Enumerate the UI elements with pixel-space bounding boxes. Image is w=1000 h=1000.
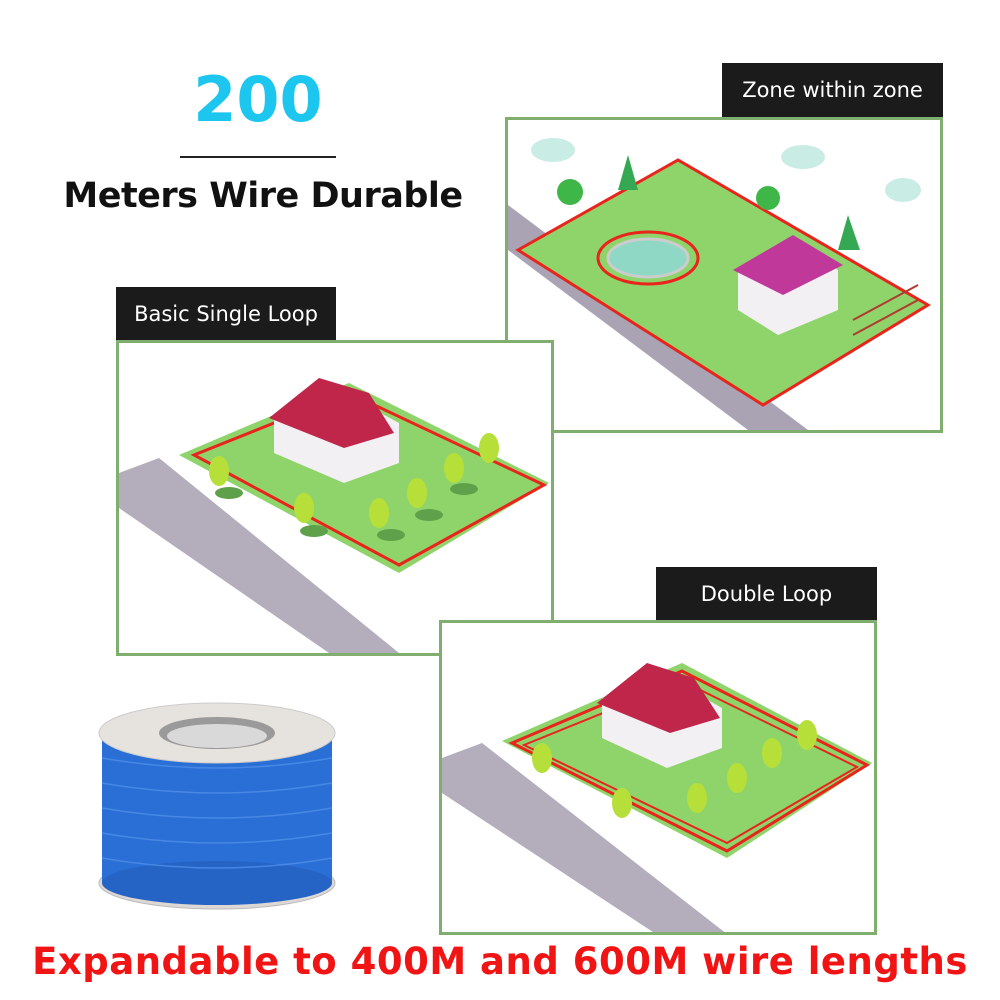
expandable-footer-text: Expandable to 400M and 600M wire lengths [32,940,968,983]
zone-within-zone-panel [505,117,943,433]
wire-spool-image [98,702,336,910]
double-loop-label: Double Loop [656,567,877,620]
basic-single-loop-label: Basic Single Loop [116,287,336,340]
divider [180,156,336,158]
double-loop-illustration [442,663,872,932]
basic-single-loop-illustration [119,378,549,653]
zone-within-zone-label: Zone within zone [722,63,943,117]
basic-single-loop-panel [116,340,554,656]
zone-within-zone-illustration [508,138,931,430]
headline-subtitle: Meters Wire Durable [63,176,463,216]
headline-number: 200 [193,63,323,136]
double-loop-panel [439,620,877,935]
